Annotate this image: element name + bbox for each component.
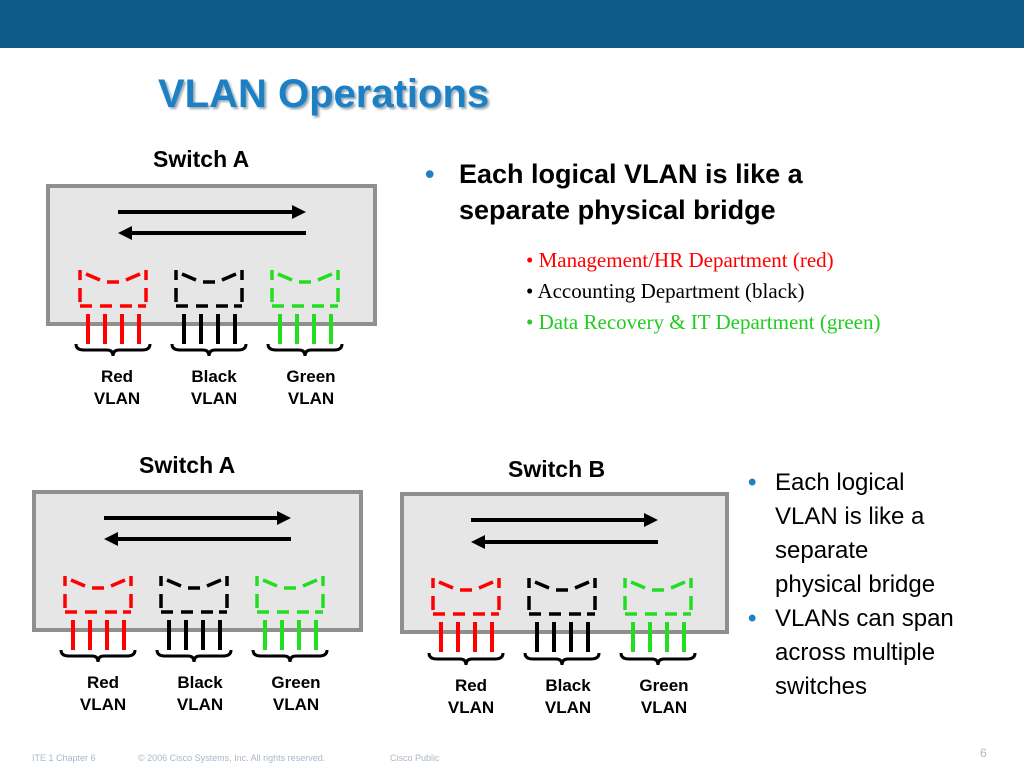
port-group-top-red — [63, 576, 133, 590]
switch-box — [46, 184, 377, 326]
bullet-dot: • — [748, 605, 757, 632]
vlan-brace — [619, 652, 697, 666]
vlan-brace — [59, 649, 137, 663]
switch-box — [400, 492, 729, 634]
port-group-top-black — [174, 270, 244, 284]
port-group-bottom-red — [78, 288, 148, 308]
switch-label: Switch B — [508, 456, 606, 482]
bullet-item: • VLANs can span across multiple switche… — [748, 602, 1018, 704]
department-item-green: • Data Recovery & IT Department (green) — [526, 310, 881, 334]
arrow-left-head — [118, 226, 132, 240]
department-item-black: • Accounting Department (black) — [526, 279, 805, 303]
port-group-top-green — [255, 576, 325, 590]
vlan-brace — [74, 343, 152, 357]
port-group-bottom-black — [159, 594, 229, 614]
port-group-bottom-black — [174, 288, 244, 308]
vlan-brace — [523, 652, 601, 666]
switch-box — [32, 490, 363, 632]
port-group-top-black — [527, 578, 597, 592]
vlan-brace — [427, 652, 505, 666]
slide-title: VLAN Operations — [158, 72, 490, 116]
department-item-red: • Management/HR Department (red) — [526, 248, 834, 272]
footer-classification: Cisco Public — [390, 753, 440, 763]
port-group-top-red — [78, 270, 148, 284]
vlan-brace — [170, 343, 248, 357]
arrow-left-head — [104, 532, 118, 546]
port-group-top-red — [431, 578, 501, 592]
header-bar — [0, 0, 1024, 48]
port-group-bottom-green — [623, 596, 693, 616]
footer-copyright: © 2006 Cisco Systems, Inc. All rights re… — [138, 753, 326, 763]
page-number: 6 — [980, 746, 987, 760]
arrow-left-head — [471, 535, 485, 549]
switch-label: Switch A — [153, 146, 250, 172]
switch-label: Switch A — [139, 452, 236, 478]
arrow-right-head — [292, 205, 306, 219]
arrow-right-head — [277, 511, 291, 525]
arrow-right-head — [644, 513, 658, 527]
port-group-top-green — [270, 270, 340, 284]
port-group-bottom-red — [63, 594, 133, 614]
port-group-bottom-black — [527, 596, 597, 616]
footer-chapter: ITE 1 Chapter 6 — [32, 753, 96, 763]
right-bullets: • Each logical VLAN is like a separate p… — [748, 466, 1018, 704]
vlan-brace — [251, 649, 329, 663]
port-group-top-black — [159, 576, 229, 590]
port-group-top-green — [623, 578, 693, 592]
port-group-bottom-green — [270, 288, 340, 308]
bullet-dot: • — [748, 469, 757, 496]
department-list: • Management/HR Department (red) • Accou… — [526, 245, 880, 338]
vlan-brace — [155, 649, 233, 663]
vlan-brace — [266, 343, 344, 357]
bullet-item: • Each logical VLAN is like a separate p… — [748, 466, 1018, 602]
port-group-bottom-red — [431, 596, 501, 616]
port-group-bottom-green — [255, 594, 325, 614]
bullet-dot: • — [425, 159, 435, 189]
